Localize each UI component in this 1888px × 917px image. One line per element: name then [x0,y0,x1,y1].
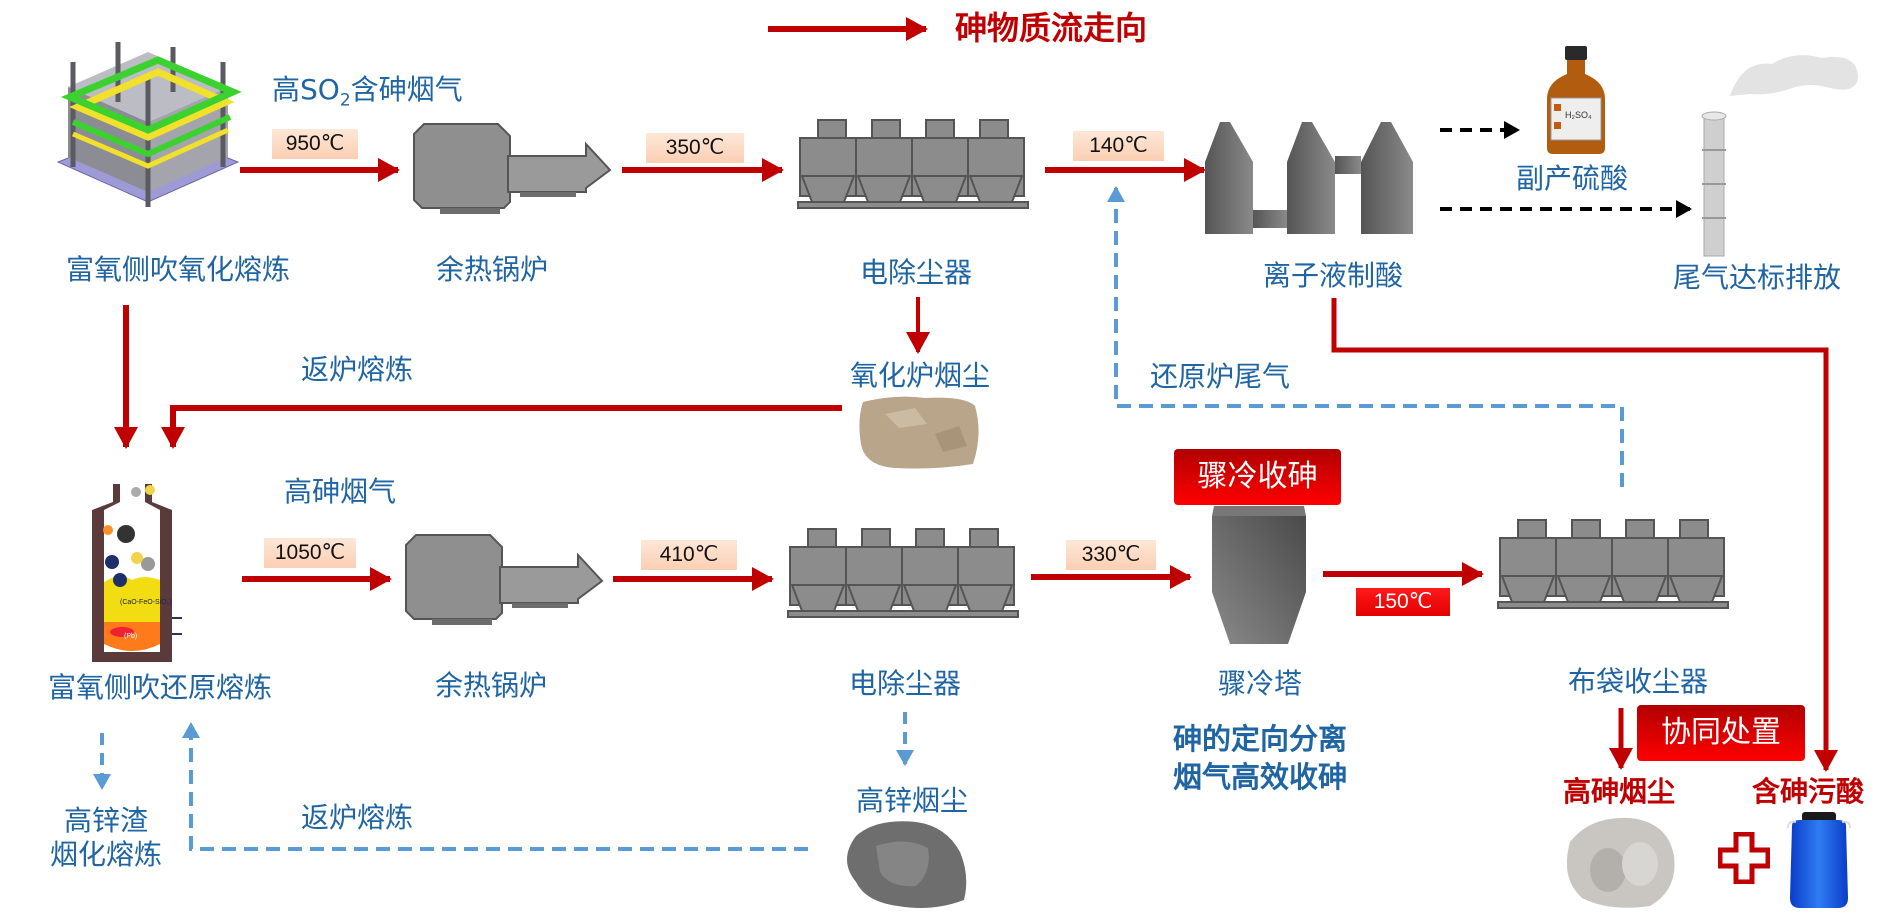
boiler-label-bottom: 余热锅炉 [434,669,548,702]
electrostatic-precipitator-icon [797,119,1029,209]
reduction-furnace-diagram: (CaO-FeO-SiO₂) (Pb) [20,462,240,662]
high-zinc-dust-label: 高锌烟尘 [855,784,969,817]
arrow-dust-return-top [161,405,842,449]
esp-label-bottom: 电除尘器 [848,667,962,700]
return-smelting-label-top: 返炉熔炼 [300,353,414,386]
arsenic-waste-acid-label: 含砷污酸 [1752,775,1865,808]
high-so2-gas-label: 高SO2含砷烟气 [272,76,463,110]
high-arsenic-dust-label: 高砷烟尘 [1563,775,1676,808]
reduction-furnace-icon: (CaO-FeO-SiO₂) (Pb) [92,484,182,662]
gas-label-prefix: 高SO [272,73,340,106]
waste-heat-boiler-icon [405,534,604,625]
highlight-line-2: 烟气高效收砷 [1172,760,1347,794]
gas-label-sub: 2 [339,90,351,111]
waste-acid-barrel-icon [1787,812,1851,908]
highlight-line-1: 砷的定向分离 [1172,722,1347,756]
temp-tag-330: 330℃ [1066,540,1156,570]
slag-label-line-1: 高锌渣 [63,804,149,837]
plus-icon [1718,832,1770,884]
emission-label: 尾气达标排放 [1672,261,1842,294]
reduction-tail-gas-label: 还原炉尾气 [1149,360,1291,393]
arsenic-dust-pile-icon [1566,817,1675,908]
temp-tag-150: 150℃ [1356,588,1450,616]
waste-heat-boiler-icon [413,123,612,214]
arrow-reduction-tail-gas [1107,186,1624,487]
arrow-zinc-dust-return [182,722,808,851]
baghouse-dust-collector-icon [1497,519,1729,609]
zinc-dust-pile-icon [847,821,967,908]
ionic-liquid-acid-plant-icon [1205,122,1413,234]
acid-plant-label: 离子液制酸 [1262,259,1404,292]
temp-tag-140: 140℃ [1073,131,1164,161]
gas-label-suffix: 含砷烟气 [350,73,463,106]
return-smelting-label-bottom: 返炉熔炼 [300,801,414,834]
quench-arsenic-badge: 骤冷收砷 [1174,449,1341,505]
oxidation-dust-pile-icon [859,396,979,469]
arrow-acid-plant-to-waste-acid [1331,298,1838,772]
high-zinc-slag-label: 高锌渣 烟化熔炼 [50,804,162,872]
svg-text:H₂SO₄: H₂SO₄ [1565,110,1592,120]
quench-tower-label: 骤冷塔 [1217,667,1303,700]
boiler-label-top: 余热锅炉 [435,253,549,286]
slag-label-line-2: 烟化熔炼 [49,838,163,871]
temp-tag-1050: 1050℃ [264,538,356,568]
temp-tag-350: 350℃ [646,133,744,163]
esp-label-top: 电除尘器 [859,256,973,289]
metal-phase-text: (Pb) [124,633,137,640]
temp-tag-950: 950℃ [272,129,358,159]
legend-label: 砷物质流走向 [955,9,1148,47]
reduction-furnace-label: 富氧侧吹还原熔炼 [47,671,273,704]
chimney-icon [1701,55,1858,257]
sulfuric-acid-bottle-icon: H₂SO₄ [1547,46,1605,154]
oxidation-furnace-label: 富氧侧吹氧化熔炼 [65,253,291,286]
oxidation-dust-label: 氧化炉烟尘 [849,359,991,392]
electrostatic-precipitator-icon [787,528,1019,618]
byproduct-sulfuric-acid-label: 副产硫酸 [1515,162,1629,195]
high-arsenic-gas-label: 高砷烟气 [284,475,397,508]
slag-phase-text: (CaO-FeO-SiO₂) [120,599,172,606]
quench-tower-icon [1212,506,1306,644]
temp-tag-410: 410℃ [641,540,737,570]
oxidation-furnace-icon [56,42,242,207]
arsenic-separation-highlight: 砷的定向分离 烟气高效收砷 [1155,720,1365,796]
baghouse-label: 布袋收尘器 [1567,665,1709,698]
co-disposal-badge: 协同处置 [1637,705,1805,761]
